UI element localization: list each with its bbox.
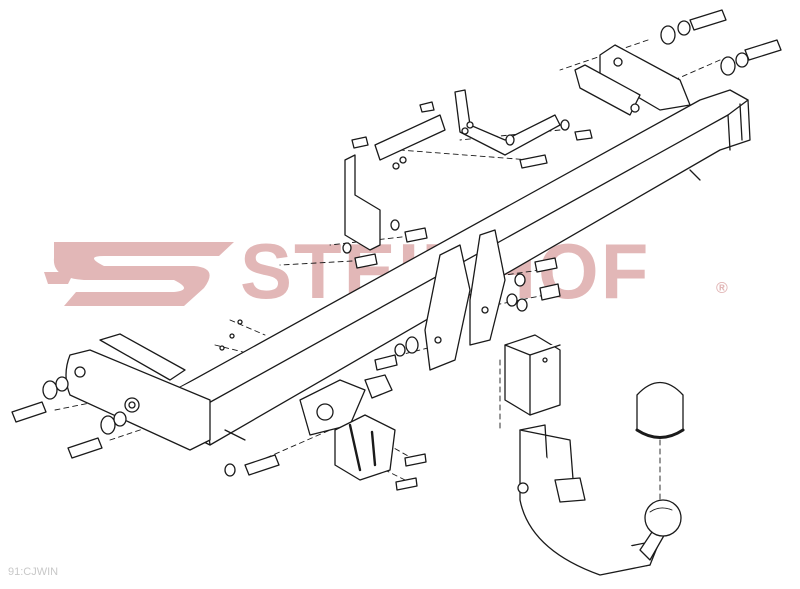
upper-mounting-brackets xyxy=(344,89,561,251)
corner-watermark-text: 91:CJWIN xyxy=(8,566,59,578)
tow-ball xyxy=(644,499,682,537)
right-side-bracket xyxy=(574,44,701,181)
bolts xyxy=(11,9,782,491)
electric-socket xyxy=(334,414,396,481)
washers-and-nuts xyxy=(42,20,749,477)
ball-receiver xyxy=(504,334,561,416)
ball-cover-cap xyxy=(635,381,685,439)
center-hitch-plates xyxy=(424,229,506,371)
socket-bracket xyxy=(299,374,393,436)
left-side-bracket xyxy=(65,333,246,451)
tow-ball-neck xyxy=(517,424,671,576)
